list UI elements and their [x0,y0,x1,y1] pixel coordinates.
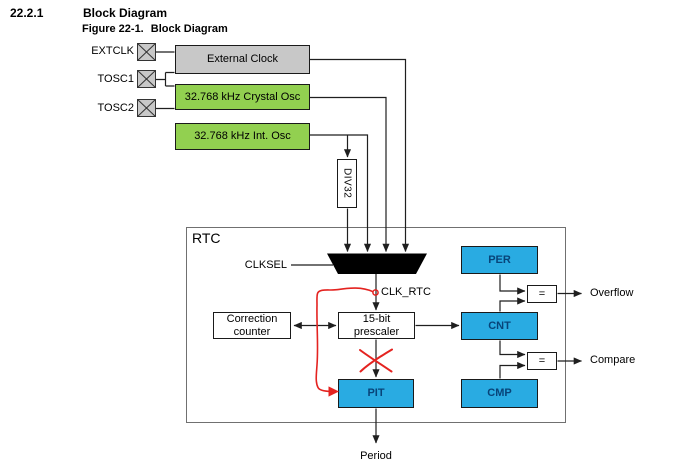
clock-routing-wires [310,58,410,253]
correction-counter-block: Correction counter [213,312,291,339]
pin-pad-tosc2 [137,99,156,117]
compare-output-label: Compare [590,354,636,366]
pin-cross-icon [138,71,155,87]
cnt-register-block: CNT [461,312,538,340]
overflow-output-label: Overflow [590,287,634,299]
figure-caption: Figure 22-1. Block Diagram [82,23,228,35]
compare-comparator-block: = [527,352,557,370]
crystal-osc-block: 32.768 kHz Crystal Osc [175,84,310,110]
pin-label-tosc1: TOSC1 [97,73,134,85]
equals-symbol: = [538,354,546,367]
equals-symbol: = [538,287,546,300]
overflow-comparator-block: = [527,285,557,303]
div32-label: DIV32 [341,168,353,199]
pit-block: PIT [338,379,414,408]
section-number: 22.2.1 [10,6,44,20]
cmp-label: CMP [487,387,512,399]
per-register-block: PER [461,246,538,274]
per-label: PER [488,253,511,266]
pin-cross-icon [138,100,155,116]
figure-title: Block Diagram [150,23,228,35]
pin-label-extclk: EXTCLK [91,45,134,57]
pin-pad-tosc1 [137,70,156,88]
external-clock-label: External Clock [207,53,278,65]
correction-counter-line2: counter [233,325,271,338]
internal-osc-label: 32.768 kHz Int. Osc [194,130,291,142]
pin-pad-extclk [137,43,156,61]
internal-osc-block: 32.768 kHz Int. Osc [175,123,310,150]
correction-counter-line1: Correction [226,312,278,325]
div32-block: DIV32 [337,159,357,208]
cmp-register-block: CMP [461,379,538,408]
period-output-label: Period [360,450,392,462]
clksel-label: CLKSEL [244,259,287,271]
figure-label: Figure 22-1. [82,23,144,35]
prescaler-line1: 15-bit [362,312,391,325]
section-title: Block Diagram [83,6,168,20]
pin-cross-icon [138,44,155,60]
crystal-osc-label: 32.768 kHz Crystal Osc [184,90,301,103]
pin-wires [156,51,175,110]
external-clock-block: External Clock [175,45,310,74]
clk-rtc-label: CLK_RTC [381,286,431,298]
pin-label-tosc2: TOSC2 [97,102,134,114]
pit-label: PIT [367,387,385,399]
rtc-title: RTC [192,230,221,246]
cnt-label: CNT [488,319,511,332]
prescaler-line2: prescaler [353,325,400,338]
prescaler-block: 15-bit prescaler [338,312,415,339]
